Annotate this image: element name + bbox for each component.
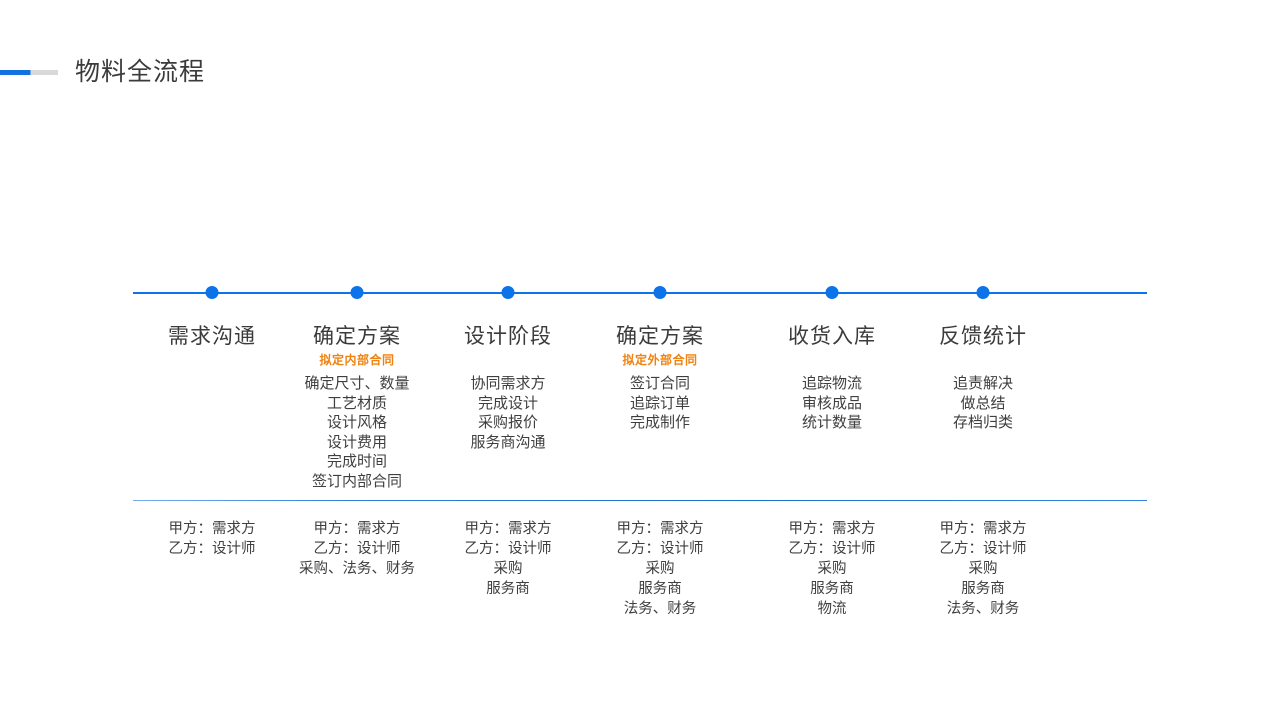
section-divider bbox=[133, 500, 1147, 501]
stage-subtitle: 拟定内部合同 bbox=[319, 353, 395, 367]
list-item: 法务、财务 bbox=[946, 601, 1020, 617]
list-item: 甲方：需求方 bbox=[168, 521, 256, 537]
list-item: 乙方：设计师 bbox=[616, 541, 704, 557]
list-item: 签订内部合同 bbox=[311, 472, 402, 490]
list-item: 采购 bbox=[817, 561, 847, 577]
role-column-2: 甲方：需求方乙方：设计师采购、法务、财务 bbox=[267, 519, 447, 579]
list-item: 存档归类 bbox=[952, 414, 1013, 431]
stage-column-1: 需求沟通 bbox=[122, 322, 302, 374]
timeline-dot-6[interactable] bbox=[976, 286, 990, 299]
list-item: 工艺材质 bbox=[326, 394, 387, 412]
role-column-6: 甲方：需求方乙方：设计师采购服务商法务、财务 bbox=[893, 519, 1073, 619]
list-item: 乙方：设计师 bbox=[464, 541, 552, 557]
stage-title: 确定方案 bbox=[616, 325, 704, 348]
list-item: 采购 bbox=[968, 561, 998, 577]
list-item: 审核成品 bbox=[801, 394, 862, 412]
role-column-4: 甲方：需求方乙方：设计师采购服务商法务、财务 bbox=[570, 519, 750, 619]
timeline-axis-line bbox=[133, 292, 1147, 294]
stage-subtitle: 拟定外部合同 bbox=[622, 353, 698, 367]
stage-title: 收货入库 bbox=[788, 325, 876, 348]
stage-title: 反馈统计 bbox=[939, 325, 1027, 348]
list-item: 乙方：设计师 bbox=[939, 541, 1027, 557]
timeline-dot-5[interactable] bbox=[825, 286, 839, 299]
list-item: 服务商沟通 bbox=[470, 433, 546, 451]
list-item: 采购 bbox=[645, 561, 675, 577]
stage-title: 需求沟通 bbox=[168, 325, 256, 348]
list-item: 法务、财务 bbox=[623, 601, 697, 617]
list-item: 乙方：设计师 bbox=[313, 541, 401, 557]
stage-title: 设计阶段 bbox=[464, 325, 552, 348]
list-item: 服务商 bbox=[961, 581, 1005, 597]
list-item: 完成制作 bbox=[629, 414, 690, 431]
list-item: 设计费用 bbox=[326, 433, 387, 451]
list-item: 完成时间 bbox=[326, 453, 387, 470]
timeline-dot-3[interactable] bbox=[501, 286, 515, 299]
stage-column-3: 设计阶段 协同需求方完成设计采购报价服务商沟通 bbox=[418, 322, 598, 452]
stage-item-list: 追责解决做总结存档归类 bbox=[893, 374, 1073, 433]
role-columns: 甲方：需求方乙方：设计师 甲方：需求方乙方：设计师采购、法务、财务 甲方：需求方… bbox=[133, 519, 1147, 629]
list-item: 确定尺寸、数量 bbox=[304, 375, 410, 392]
list-item: 甲方：需求方 bbox=[313, 521, 401, 537]
list-item: 物流 bbox=[817, 601, 847, 617]
list-item: 乙方：设计师 bbox=[168, 541, 256, 557]
timeline-dot-1[interactable] bbox=[205, 286, 219, 299]
list-item: 服务商 bbox=[810, 581, 854, 597]
timeline bbox=[133, 286, 1147, 300]
page-title: 物料全流程 bbox=[75, 58, 206, 86]
list-item: 协同需求方 bbox=[470, 375, 546, 392]
list-item: 乙方：设计师 bbox=[788, 541, 876, 557]
role-column-3: 甲方：需求方乙方：设计师采购服务商 bbox=[418, 519, 598, 599]
stage-item-list: 确定尺寸、数量工艺材质设计风格设计费用完成时间签订内部合同 bbox=[267, 374, 447, 491]
list-item: 追踪订单 bbox=[629, 394, 690, 412]
stage-column-2: 确定方案 拟定内部合同 确定尺寸、数量工艺材质设计风格设计费用完成时间签订内部合… bbox=[267, 322, 447, 491]
list-item: 完成设计 bbox=[477, 394, 538, 412]
list-item: 采购、法务、财务 bbox=[299, 561, 415, 577]
list-item: 统计数量 bbox=[801, 414, 862, 431]
stage-column-6: 反馈统计 追责解决做总结存档归类 bbox=[893, 322, 1073, 433]
stage-title: 确定方案 bbox=[313, 325, 401, 348]
list-item: 设计风格 bbox=[326, 414, 387, 431]
stage-item-list: 追踪物流审核成品统计数量 bbox=[742, 374, 922, 433]
list-item: 采购 bbox=[493, 561, 523, 577]
list-item: 做总结 bbox=[960, 394, 1006, 412]
stage-column-5: 收货入库 追踪物流审核成品统计数量 bbox=[742, 322, 922, 433]
list-item: 服务商 bbox=[638, 581, 682, 597]
slide-header: 物料全流程 bbox=[0, 55, 205, 89]
stage-item-list: 签订合同追踪订单完成制作 bbox=[570, 374, 750, 433]
list-item: 甲方：需求方 bbox=[939, 521, 1027, 537]
list-item: 追责解决 bbox=[952, 375, 1013, 392]
stage-item-list: 协同需求方完成设计采购报价服务商沟通 bbox=[418, 374, 598, 452]
stage-column-4: 确定方案 拟定外部合同 签订合同追踪订单完成制作 bbox=[570, 322, 750, 433]
stage-columns: 需求沟通 确定方案 拟定内部合同 确定尺寸、数量工艺材质设计风格设计费用完成时间… bbox=[133, 322, 1147, 497]
list-item: 采购报价 bbox=[477, 414, 538, 431]
title-accent-bar bbox=[0, 69, 58, 75]
timeline-dot-2[interactable] bbox=[350, 286, 364, 299]
list-item: 甲方：需求方 bbox=[616, 521, 704, 537]
role-column-1: 甲方：需求方乙方：设计师 bbox=[122, 519, 302, 559]
list-item: 甲方：需求方 bbox=[788, 521, 876, 537]
timeline-dot-4[interactable] bbox=[653, 286, 667, 299]
list-item: 甲方：需求方 bbox=[464, 521, 552, 537]
list-item: 服务商 bbox=[486, 581, 530, 597]
list-item: 追踪物流 bbox=[801, 375, 862, 392]
list-item: 签订合同 bbox=[629, 375, 690, 392]
role-column-5: 甲方：需求方乙方：设计师采购服务商物流 bbox=[742, 519, 922, 619]
